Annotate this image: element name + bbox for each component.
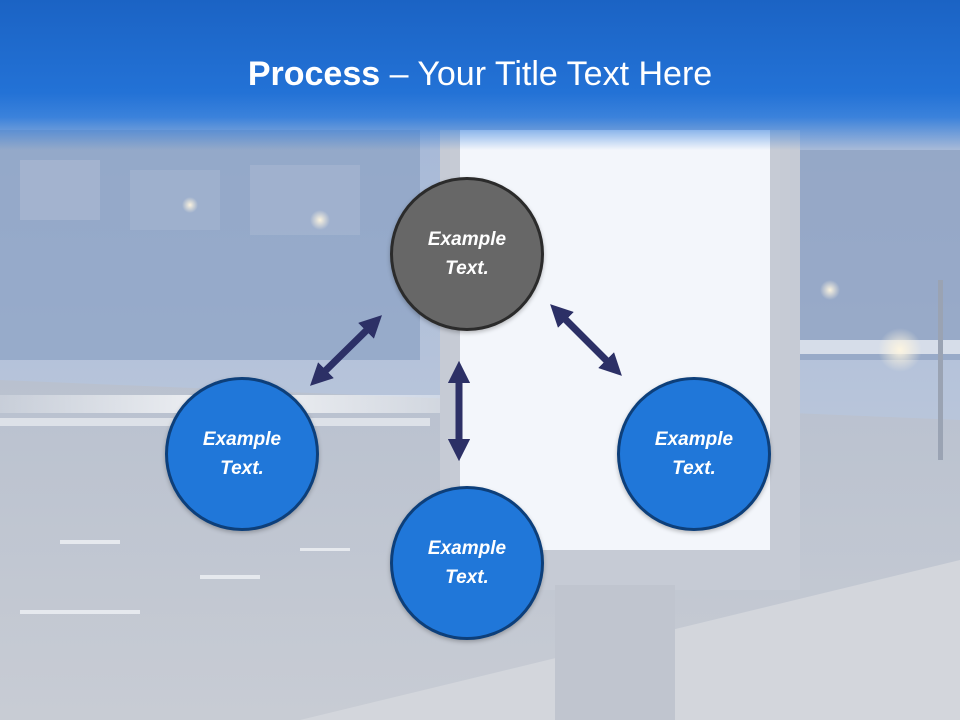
slide-title: Process – Your Title Text Here — [0, 50, 960, 98]
arrow-top-right — [550, 304, 622, 376]
title-rest: – Your Title Text Here — [380, 55, 713, 93]
node-bottom-line2: Text. — [445, 567, 489, 588]
node-top-line1: Example — [427, 229, 507, 250]
node-left-line1: Example — [202, 429, 282, 450]
header-bar — [0, 0, 960, 150]
node-top-line2: Text. — [445, 258, 489, 279]
node-bottom-line1: Example — [427, 538, 507, 559]
node-right-line1: Example — [654, 429, 734, 450]
title-bold: Process — [247, 55, 381, 93]
arrow-top-left — [310, 315, 382, 386]
node-left-line2: Text. — [220, 458, 264, 479]
node-right-line2: Text. — [672, 458, 716, 479]
